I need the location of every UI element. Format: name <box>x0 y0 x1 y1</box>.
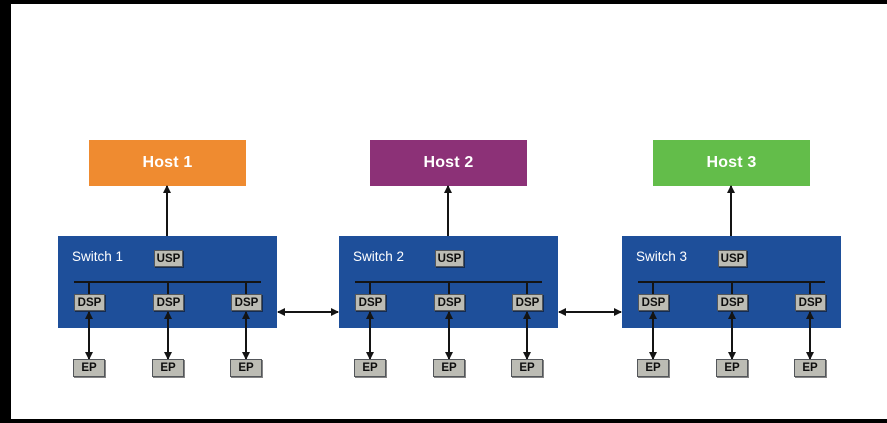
switch-1-dsp-port-1: DSP <box>74 294 105 311</box>
host-1-box: Host 1 <box>89 140 246 186</box>
switch-3-ep-2: EP <box>716 359 748 377</box>
switch-3-dsp-port-1: DSP <box>638 294 669 311</box>
switch-3-label: Switch 3 <box>636 249 688 264</box>
switch-1-to-switch-2-arrow <box>277 307 339 316</box>
switch-3-dsp-port-3: DSP <box>795 294 826 311</box>
switch-2-ep-2: EP <box>433 359 465 377</box>
switch-3-ep-1: EP <box>637 359 669 377</box>
switch-3-stub-3 <box>809 283 811 295</box>
switch-2-label: Switch 2 <box>353 249 405 264</box>
switch-2-ep-3: EP <box>511 359 543 377</box>
switch-2-to-switch-3-arrow <box>558 307 622 316</box>
switch-2-dsp-port-3: DSP <box>512 294 543 311</box>
switch-2-dsp-port-2: DSP <box>434 294 465 311</box>
switch-1-label: Switch 1 <box>72 249 124 264</box>
switch-1-ep-3: EP <box>230 359 262 377</box>
switch-2-box: Switch 2 USP DSP DSP DSP <box>339 236 558 328</box>
switch-1-stub-1 <box>88 283 90 295</box>
switch-2-dsp-port-1: DSP <box>355 294 386 311</box>
switch-2-usp-port: USP <box>435 250 464 267</box>
switch-3-dsp2-to-ep-arrow <box>727 311 736 360</box>
switch-2-ep-1: EP <box>354 359 386 377</box>
switch-1-bus-line <box>74 281 261 283</box>
switch-2-stub-3 <box>526 283 528 295</box>
host-2-label: Host 2 <box>423 154 474 171</box>
switch-3-stub-2 <box>731 283 733 295</box>
switch-2-dsp2-to-ep-arrow <box>444 311 453 360</box>
switch-1-dsp-port-3: DSP <box>231 294 262 311</box>
switch-1-box: Switch 1 USP DSP DSP DSP <box>58 236 277 328</box>
switch-3-bus-line <box>638 281 825 283</box>
switch-1-dsp-port-2: DSP <box>153 294 184 311</box>
switch-1-dsp2-to-ep-arrow <box>163 311 172 360</box>
switch-3-dsp1-to-ep-arrow <box>648 311 657 360</box>
switch-1-usp-port: USP <box>154 250 183 267</box>
switch-2-stub-1 <box>369 283 371 295</box>
switch-2-dsp3-to-ep-arrow <box>522 311 531 360</box>
host-2-box: Host 2 <box>370 140 527 186</box>
switch-1-dsp3-to-ep-arrow <box>241 311 250 360</box>
host-3-box: Host 3 <box>653 140 810 186</box>
switch-1-stub-3 <box>245 283 247 295</box>
host-3-label: Host 3 <box>706 154 757 171</box>
switch-3-stub-1 <box>652 283 654 295</box>
switch-1-ep-2: EP <box>152 359 184 377</box>
switch-1-stub-2 <box>167 283 169 295</box>
switch-3-dsp-port-2: DSP <box>717 294 748 311</box>
switch-2-bus-line <box>355 281 542 283</box>
switch-3-ep-3: EP <box>794 359 826 377</box>
switch-2-stub-2 <box>448 283 450 295</box>
switch-2-dsp1-to-ep-arrow <box>365 311 374 360</box>
switch-1-dsp1-to-ep-arrow <box>84 311 93 360</box>
switch-1-ep-1: EP <box>73 359 105 377</box>
switch-3-usp-port: USP <box>718 250 747 267</box>
switch-3-dsp3-to-ep-arrow <box>805 311 814 360</box>
host-1-label: Host 1 <box>142 154 193 171</box>
